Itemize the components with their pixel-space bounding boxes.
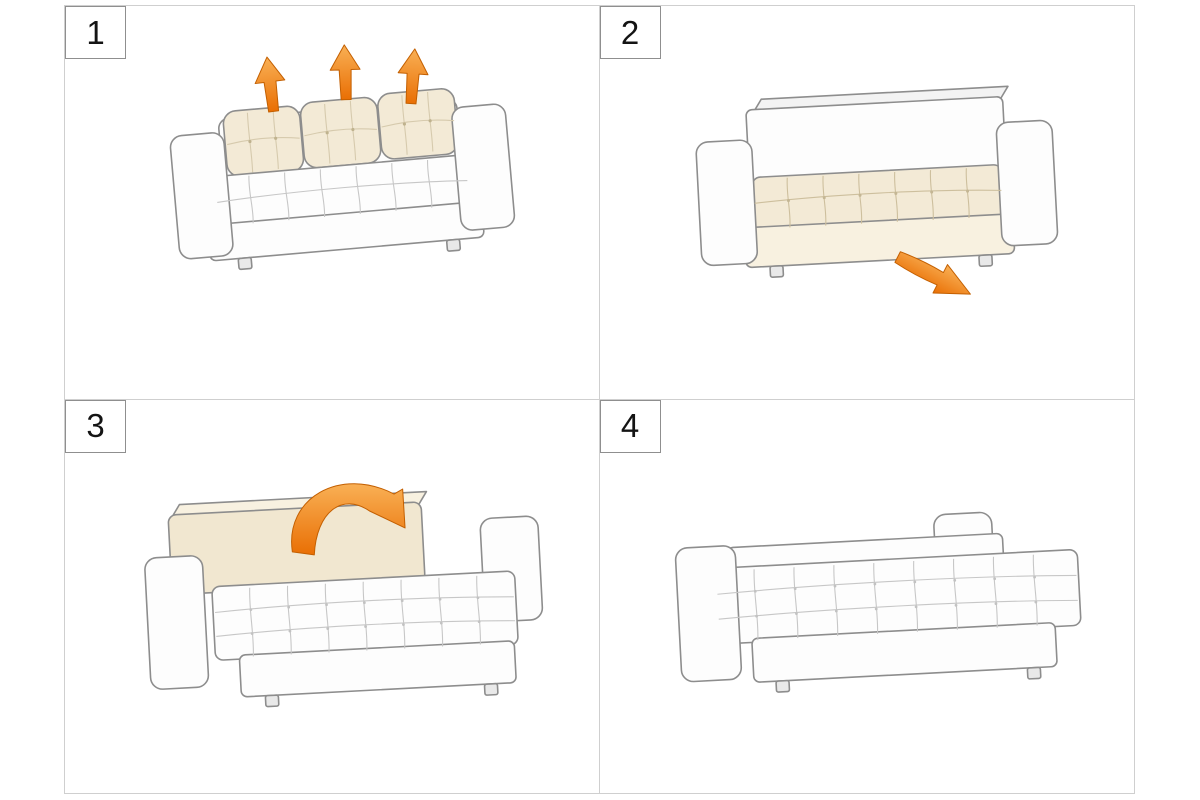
seat-quilting — [217, 159, 468, 224]
cushion-tufting — [227, 91, 455, 173]
lift-cushions-arrows — [254, 44, 429, 113]
panel-step-1: 1 — [65, 6, 600, 400]
step-number-box: 4 — [599, 399, 661, 453]
step-number-box: 1 — [65, 6, 126, 59]
step-number: 3 — [86, 407, 105, 444]
sofa-step-4 — [674, 511, 1081, 693]
step-number-box: 2 — [599, 6, 661, 59]
instruction-grid: 1 — [64, 5, 1135, 794]
sofa-step-3 — [144, 490, 544, 707]
illustration-step-1 — [169, 44, 516, 271]
panel-step-2: 2 — [599, 6, 1134, 400]
step-number: 2 — [620, 13, 640, 51]
sofa-step-2 — [694, 85, 1058, 278]
step-number: 1 — [86, 13, 105, 51]
panel-step-4: 4 — [599, 399, 1134, 793]
step-number-box: 3 — [65, 399, 126, 453]
illustration-step-4 — [674, 511, 1081, 693]
mattress-quilting — [716, 554, 1078, 640]
illustration-step-2 — [694, 85, 1058, 295]
step-number: 4 — [620, 407, 640, 444]
seat-quilting — [754, 168, 1001, 228]
panel-step-3: 3 — [65, 399, 600, 793]
fold-backrest-arrow — [291, 482, 406, 555]
pull-out-arrow — [893, 251, 971, 295]
sofa-step-1 — [169, 88, 516, 271]
illustration-step-3 — [144, 482, 544, 707]
